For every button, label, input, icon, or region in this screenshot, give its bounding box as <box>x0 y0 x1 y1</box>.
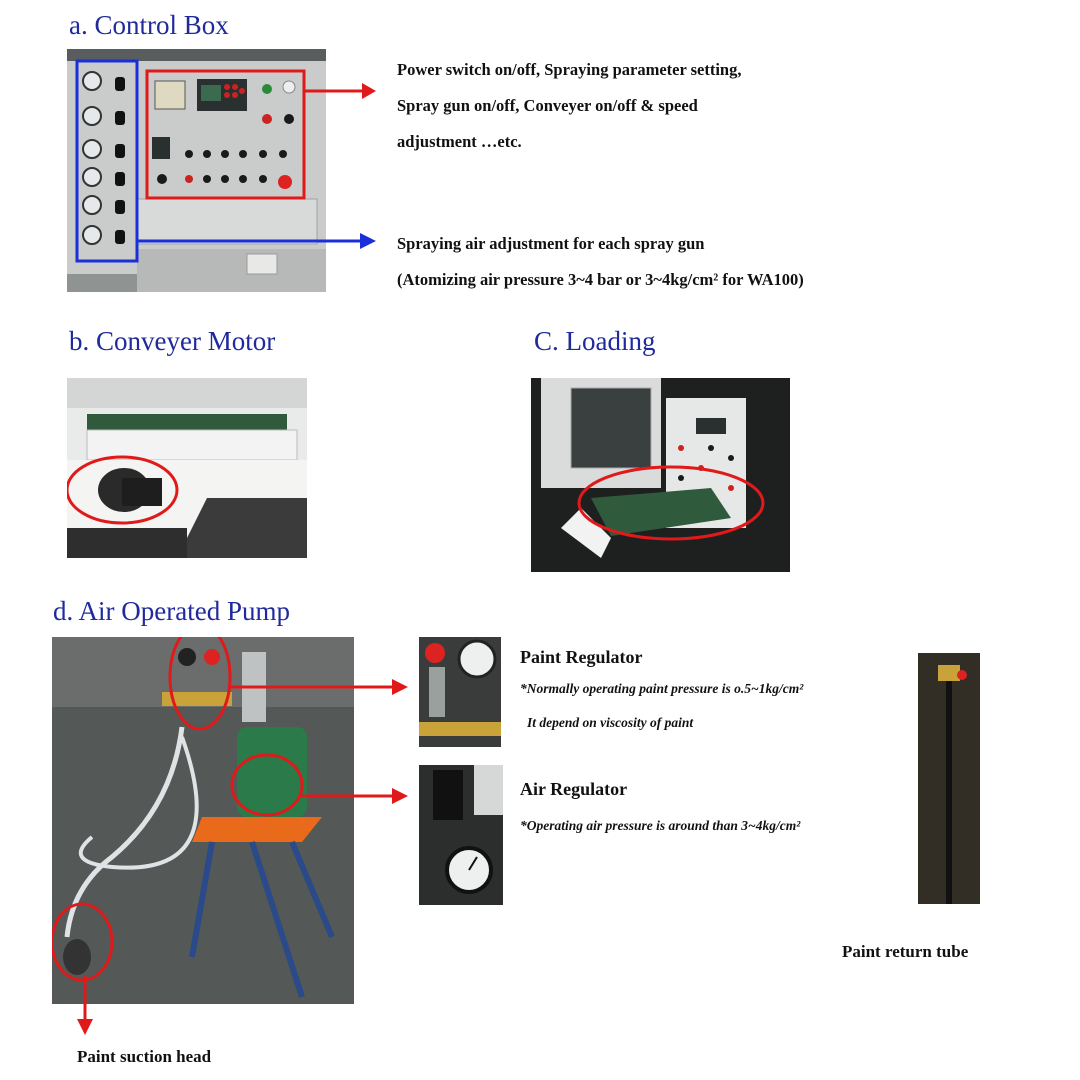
control-panel-description: Power switch on/off, Spraying parameter … <box>397 52 741 160</box>
control-panel-arrow <box>304 83 376 99</box>
paint-regulator-note-2: It depend on viscosity of paint <box>527 715 694 730</box>
air-regulator-note-1: *Operating air pressure is around than 3… <box>520 818 801 833</box>
air-adjust-desc-line-1: Spraying air adjustment for each spray g… <box>397 234 705 253</box>
paint-regulator-note-1: *Normally operating paint pressure is o.… <box>520 681 804 696</box>
air-pump-photo <box>52 637 354 1004</box>
air-adjust-arrow <box>136 233 376 249</box>
air-regulator-arrow <box>300 788 408 804</box>
conveyer-motor-heading: b. Conveyer Motor <box>69 326 276 356</box>
control-panel-desc-line-1: Power switch on/off, Spraying parameter … <box>397 60 742 79</box>
conveyer-motor-photo <box>67 378 307 558</box>
loading-heading: C. Loading <box>534 326 656 356</box>
air-adjust-desc-line-2: (Atomizing air pressure 3~4 bar or 3~4kg… <box>397 270 804 289</box>
paint-return-tube-caption: Paint return tube <box>842 942 969 961</box>
air-adjust-description: Spraying air adjustment for each spray g… <box>397 226 804 298</box>
suction-head-arrow <box>77 975 93 1035</box>
air-regulator-title: Air Regulator <box>520 779 628 799</box>
control-box-heading: a. Control Box <box>69 10 229 40</box>
paint-return-tube-photo <box>918 653 980 904</box>
paint-regulator-photo <box>419 637 501 747</box>
air-pump-heading: d. Air Operated Pump <box>53 596 290 626</box>
paint-regulator-title: Paint Regulator <box>520 647 643 667</box>
air-regulator-photo <box>419 765 503 905</box>
control-panel-desc-line-3: adjustment …etc. <box>397 132 522 151</box>
paint-regulator-arrow <box>230 679 408 695</box>
control-panel-desc-line-2: Spray gun on/off, Conveyer on/off & spee… <box>397 96 698 115</box>
loading-photo <box>531 378 790 572</box>
control-box-photo <box>67 49 326 292</box>
paint-suction-head-caption: Paint suction head <box>77 1047 212 1066</box>
